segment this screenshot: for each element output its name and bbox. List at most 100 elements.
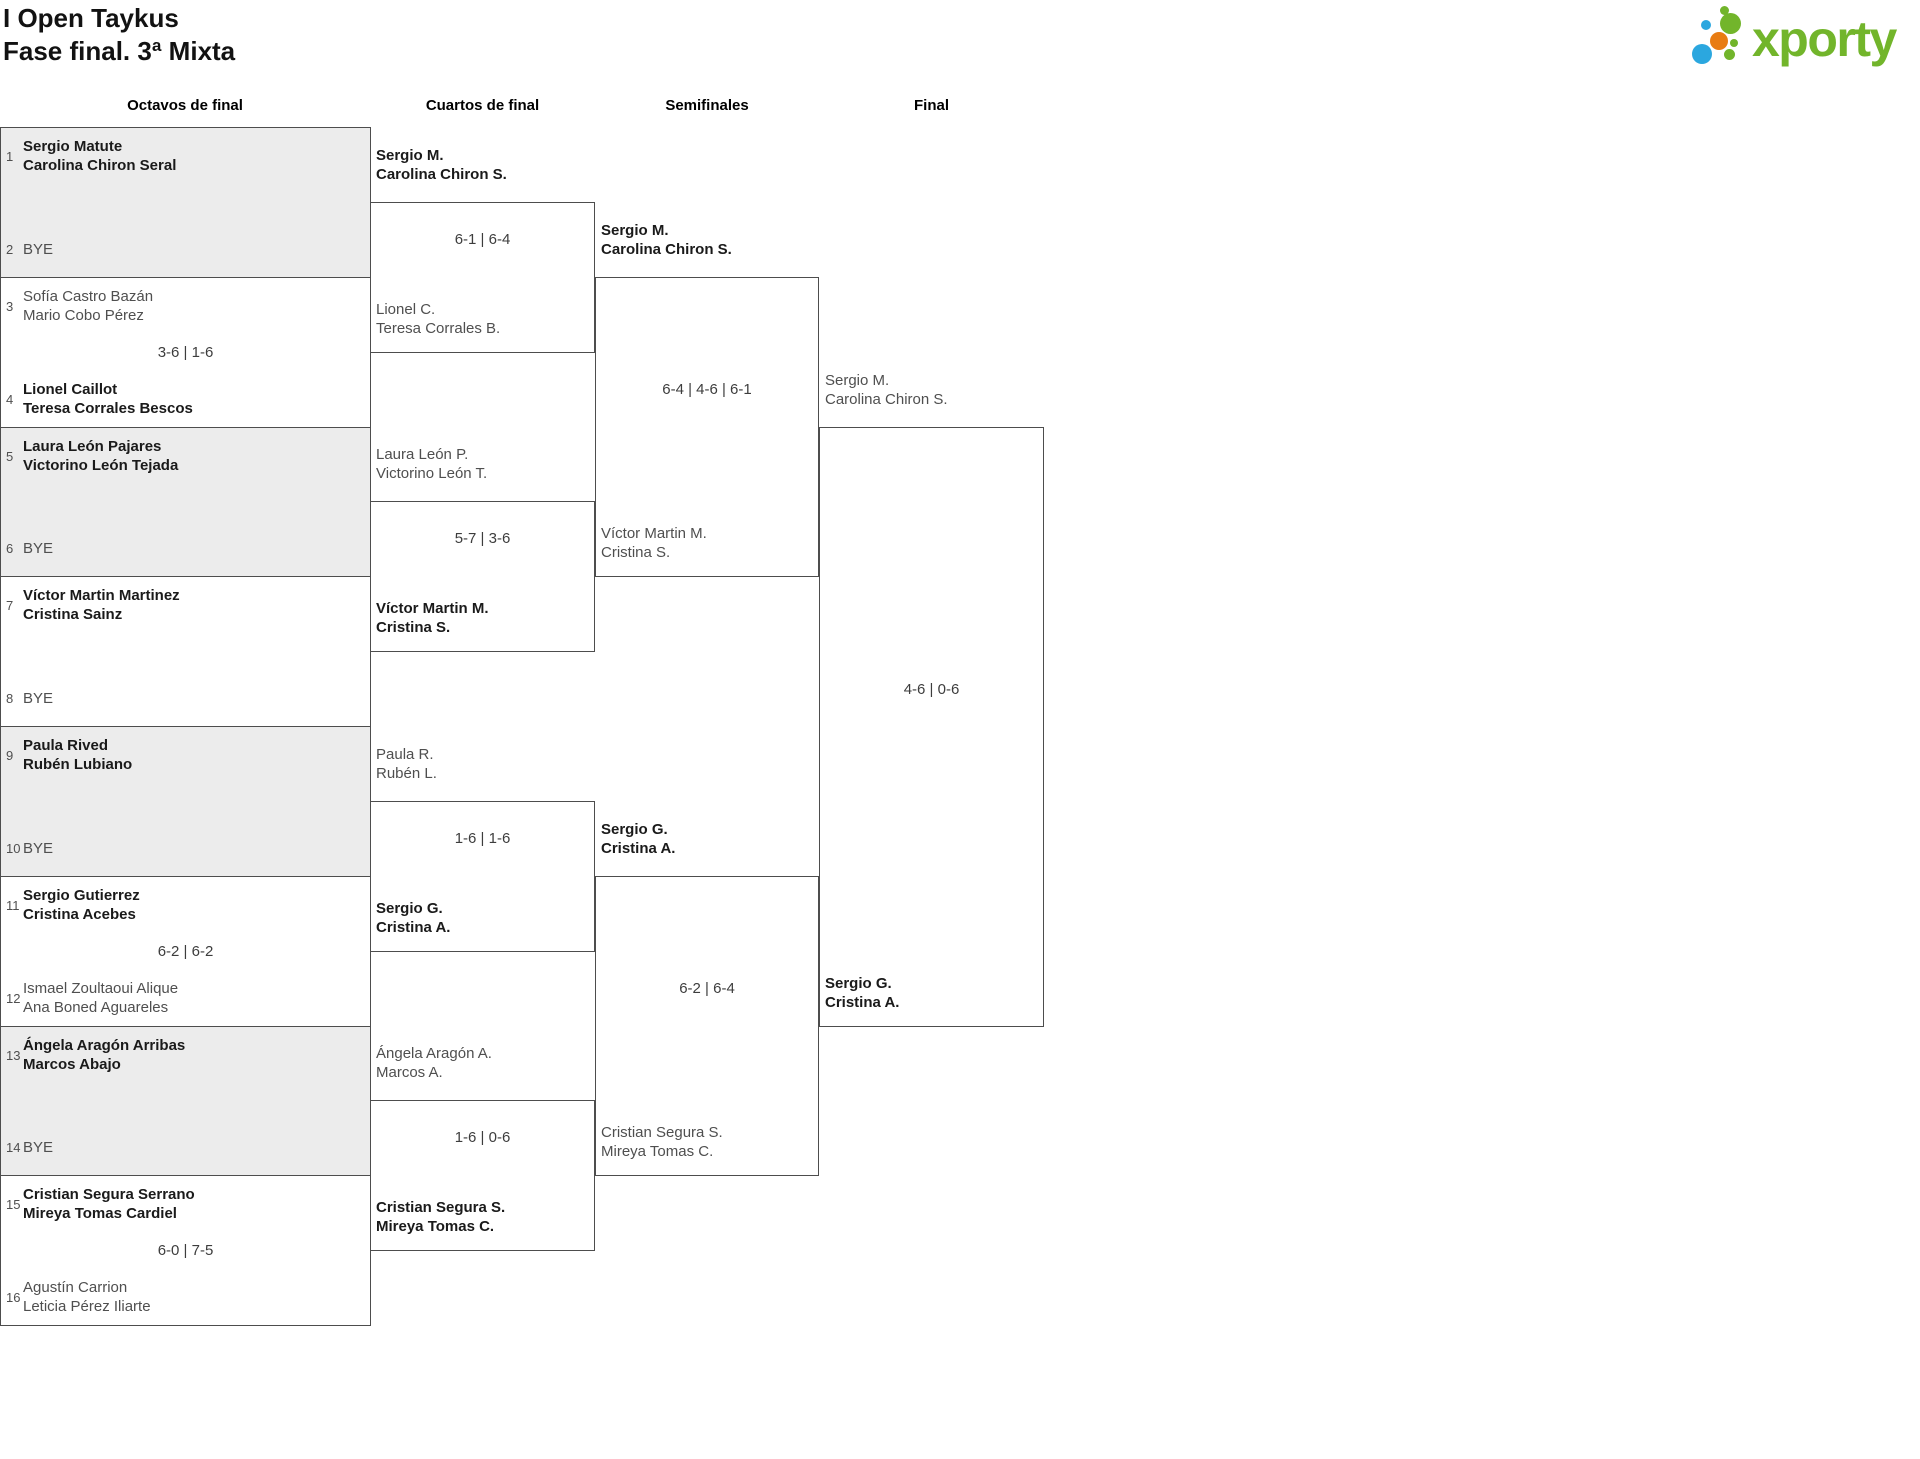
player-name: Cristina A. [825, 994, 900, 1011]
match-box [370, 1100, 595, 1251]
match-box [370, 501, 595, 652]
team-slot: 4 Lionel Caillot Teresa Corrales Bescos [1, 380, 370, 418]
match-box [370, 801, 595, 952]
player-name: Sergio M. [601, 222, 669, 239]
player-name: Carolina Chiron S. [376, 166, 507, 183]
bye-label: BYE [23, 839, 54, 857]
match-qf-1: Sergio M. Carolina Chiron S. 6-1 | 6-4 L… [370, 146, 595, 356]
team-slot: 13 Ángela Aragón Arribas Marcos Abajo [1, 1036, 370, 1074]
team-slot-bye: 14 BYE [1, 1128, 370, 1166]
bye-label: BYE [23, 240, 54, 258]
player-name: Ángela Aragón A. [376, 1045, 492, 1062]
player-name: Víctor Martin Martinez [23, 587, 180, 604]
player-name: Víctor Martin M. [376, 600, 489, 617]
logo-dot-blue-small-icon [1701, 20, 1711, 30]
player-name: Paula Rived [23, 737, 109, 754]
player-name: Rubén L. [376, 765, 437, 782]
player-name: Victorino León T. [376, 465, 488, 482]
team-slot: Laura León P. Victorino León T. [376, 445, 487, 483]
logo-dot-blue-big-icon [1692, 44, 1712, 64]
player-name: Leticia Pérez Iliarte [23, 1298, 151, 1315]
match-r16-1: 1 Sergio Matute Carolina Chiron Seral 2 … [0, 127, 371, 278]
match-r16-8: 15 Cristian Segura Serrano Mireya Tomas … [0, 1175, 371, 1326]
match-r16-4: 7 Víctor Martin Martinez Cristina Sainz … [0, 576, 371, 727]
team-slot: Sergio M. Carolina Chiron S. [825, 371, 948, 409]
match-sf-2: Sergio G. Cristina A. 6-2 | 6-4 Cristian… [595, 820, 819, 1178]
team-slot: 11 Sergio Gutierrez Cristina Acebes [1, 886, 370, 924]
player-name: Sergio G. [601, 821, 668, 838]
player-name: Lionel Caillot [23, 381, 118, 398]
player-name: Carolina Chiron S. [601, 241, 732, 258]
logo-dot-orange-icon [1710, 32, 1728, 50]
team-slot: Lionel C. Teresa Corrales B. [376, 300, 500, 338]
player-name: Sergio Gutierrez [23, 887, 140, 904]
logo-dot-green-big-icon [1720, 13, 1741, 34]
xporty-logo[interactable]: xporty [1690, 2, 1920, 82]
round-header-final: Final [913, 97, 949, 114]
team-slot: Víctor Martin M. Cristina S. [376, 599, 489, 637]
player-name: Marcos Abajo [23, 1056, 121, 1073]
team-slot: Sergio G. Cristina A. [825, 974, 899, 1012]
match-r16-6: 11 Sergio Gutierrez Cristina Acebes 6-2 … [0, 876, 371, 1027]
player-name: Laura León P. [376, 446, 469, 463]
seed-number: 9 [6, 747, 14, 763]
match-score: 6-2 | 6-2 [157, 943, 214, 960]
seed-number: 3 [6, 298, 14, 314]
player-name: Víctor Martin M. [601, 525, 707, 542]
team-slot-bye: 2 BYE [1, 230, 370, 268]
player-name: Teresa Corrales B. [376, 320, 501, 337]
player-name: Rubén Lubiano [23, 756, 133, 773]
player-name: Mireya Tomas C. [601, 1143, 714, 1160]
logo-dot-green-tiny-icon [1730, 39, 1738, 47]
match-score: 6-4 | 4-6 | 6-1 [662, 381, 752, 398]
match-sf-1: Sergio M. Carolina Chiron S. 6-4 | 4-6 |… [595, 221, 819, 579]
player-name: Paula R. [376, 746, 434, 763]
team-slot: 5 Laura León Pajares Victorino León Teja… [1, 437, 370, 475]
team-slot-bye: 10 BYE [1, 829, 370, 867]
team-slot: Paula R. Rubén L. [376, 745, 437, 783]
tournament-title: I Open Taykus Fase final. 3ª Mixta [3, 2, 235, 68]
team-slot-bye: 8 BYE [1, 679, 370, 717]
seed-number: 2 [6, 241, 14, 257]
team-slot: Sergio G. Cristina A. [376, 899, 450, 937]
player-name: Sofía Castro Bazán [23, 288, 154, 305]
logo-dot-green-bottom-icon [1724, 49, 1735, 60]
player-name: Sergio Matute [23, 138, 123, 155]
team-slot: 1 Sergio Matute Carolina Chiron Seral [1, 137, 370, 175]
match-final: Sergio M. Carolina Chiron S. 4-6 | 0-6 S… [819, 371, 1044, 1031]
player-name: Mireya Tomas Cardiel [23, 1205, 177, 1222]
round-header-octavos: Octavos de final [127, 97, 243, 114]
team-slot: 3 Sofía Castro Bazán Mario Cobo Pérez [1, 287, 370, 325]
bye-label: BYE [23, 539, 54, 557]
team-slot: 9 Paula Rived Rubén Lubiano [1, 736, 370, 774]
phase-category: Fase final. 3ª Mixta [3, 36, 236, 66]
seed-number: 15 [6, 1196, 21, 1212]
player-name: Cristina S. [601, 544, 671, 561]
team-slot: Ángela Aragón A. Marcos A. [376, 1044, 492, 1082]
match-qf-4: Ángela Aragón A. Marcos A. 1-6 | 0-6 Cri… [370, 1044, 595, 1254]
logo-dot-green-top-icon [1720, 6, 1729, 15]
match-score: 5-7 | 3-6 [454, 530, 511, 547]
team-slot: 15 Cristian Segura Serrano Mireya Tomas … [1, 1185, 370, 1223]
match-qf-2: Laura León P. Victorino León T. 5-7 | 3-… [370, 445, 595, 655]
player-name: Marcos A. [376, 1064, 443, 1081]
seed-number: 12 [6, 990, 21, 1006]
player-name: Sergio M. [825, 372, 890, 389]
team-slot: 12 Ismael Zoultaoui Alique Ana Boned Agu… [1, 979, 370, 1017]
round-header-cuartos: Cuartos de final [425, 97, 540, 114]
match-score: 6-0 | 7-5 [157, 1242, 214, 1259]
match-qf-3: Paula R. Rubén L. 1-6 | 1-6 Sergio G. Cr… [370, 745, 595, 955]
match-score: 4-6 | 0-6 [903, 681, 960, 698]
player-name: Victorino León Tejada [23, 457, 179, 474]
match-r16-7: 13 Ángela Aragón Arribas Marcos Abajo 14… [0, 1026, 371, 1176]
match-score: 1-6 | 0-6 [454, 1129, 511, 1146]
player-name: Cristian Segura S. [376, 1199, 506, 1216]
player-name: Sergio G. [376, 900, 443, 917]
seed-number: 4 [6, 391, 14, 407]
team-slot: Cristian Segura S. Mireya Tomas C. [376, 1198, 505, 1236]
match-score: 3-6 | 1-6 [157, 344, 214, 361]
match-box [819, 427, 1044, 1027]
seed-number: 8 [6, 690, 14, 706]
player-name: Laura León Pajares [23, 438, 162, 455]
player-name: Cristina Acebes [23, 906, 136, 923]
